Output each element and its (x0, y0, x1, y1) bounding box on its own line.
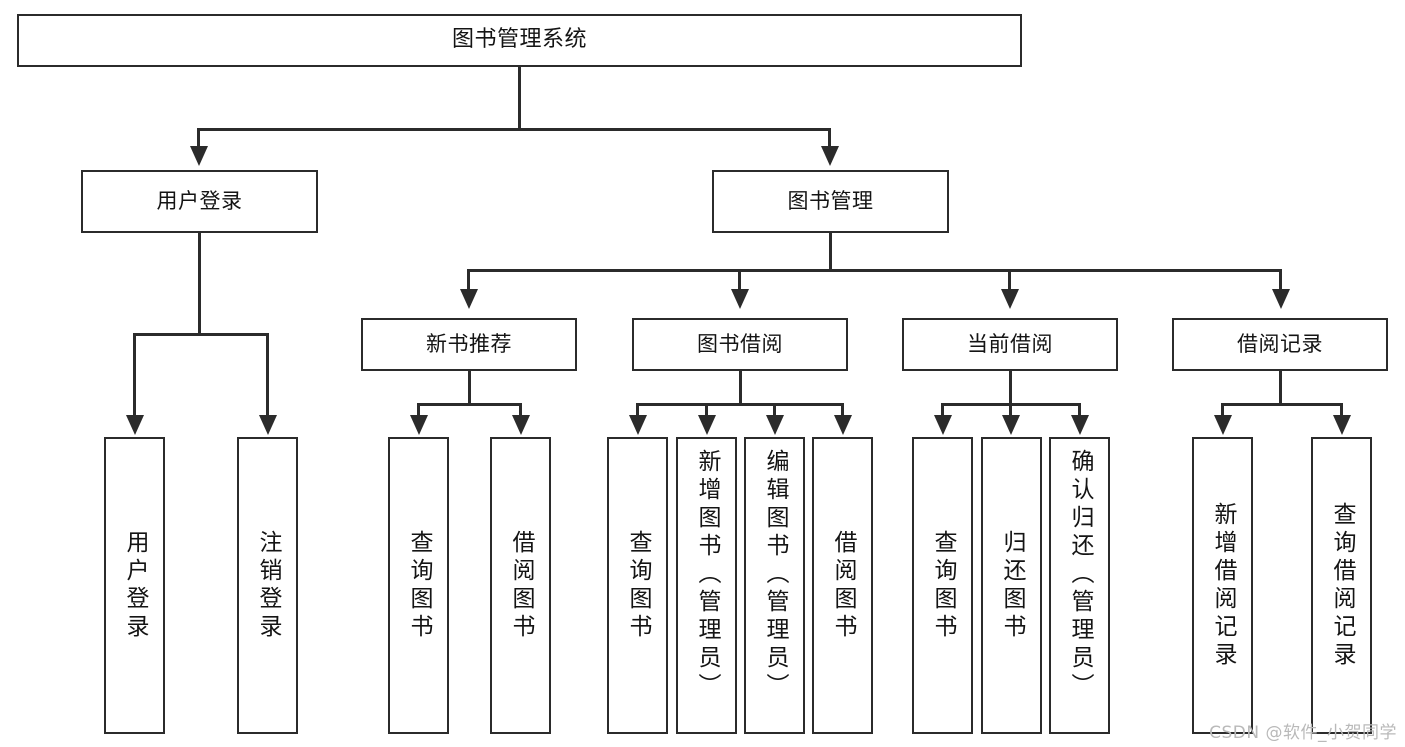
node-book-manage[interactable]: 图书管理 (712, 170, 949, 233)
connector-root-drop-2 (828, 128, 831, 146)
connector-record-stem (1279, 371, 1282, 405)
node-label: 查询图书 (930, 529, 956, 642)
node-label: 确认归还（管理员） (1067, 449, 1093, 701)
arrow-to-new-book-recommend (460, 289, 478, 309)
arrow-to-user-login (190, 146, 208, 166)
node-book-borrow[interactable]: 图书借阅 (632, 318, 848, 371)
connector-recommend-bus (417, 403, 522, 406)
arrow-to-borrow-record (1272, 289, 1290, 309)
connector-record-bus (1221, 403, 1343, 406)
arrow-to-leaf-edit-book (766, 415, 784, 435)
arrow-to-book-borrow (731, 289, 749, 309)
arrow-to-leaf-add-record (1214, 415, 1232, 435)
connector-borrow-drop-1 (636, 403, 639, 417)
node-new-book-recommend[interactable]: 新书推荐 (361, 318, 577, 371)
leaf-query-book-current[interactable]: 查询图书 (912, 437, 973, 734)
arrow-to-leaf-query-record (1333, 415, 1351, 435)
node-label: 用户登录 (156, 188, 243, 213)
arrow-to-leaf-logout (259, 415, 277, 435)
node-label: 借阅记录 (1237, 331, 1323, 356)
node-label: 用户登录 (122, 529, 148, 642)
leaf-logout[interactable]: 注销登录 (237, 437, 298, 734)
connector-recommend-drop-2 (519, 403, 522, 417)
connector-level3-drop-2 (738, 269, 741, 289)
arrow-to-leaf-add-book (698, 415, 716, 435)
node-root[interactable]: 图书管理系统 (17, 14, 1022, 67)
connector-borrow-drop-3 (773, 403, 776, 417)
arrow-to-leaf-query-book-1 (410, 415, 428, 435)
leaf-user-login[interactable]: 用户登录 (104, 437, 165, 734)
arrow-to-leaf-query-book-2 (629, 415, 647, 435)
connector-borrow-stem (739, 371, 742, 405)
leaf-borrow-book-recommend[interactable]: 借阅图书 (490, 437, 551, 734)
leaf-query-borrow-record[interactable]: 查询借阅记录 (1311, 437, 1372, 734)
node-label: 借阅图书 (508, 529, 534, 642)
node-borrow-record[interactable]: 借阅记录 (1172, 318, 1388, 371)
node-current-borrow[interactable]: 当前借阅 (902, 318, 1118, 371)
leaf-edit-book[interactable]: 编辑图书（管理员） (744, 437, 805, 734)
leaf-add-book[interactable]: 新增图书（管理员） (676, 437, 737, 734)
arrow-to-leaf-confirm-return (1071, 415, 1089, 435)
connector-borrow-drop-4 (841, 403, 844, 417)
connector-recommend-stem (468, 371, 471, 405)
leaf-return-book[interactable]: 归还图书 (981, 437, 1042, 734)
connector-user-login-drop-2 (266, 333, 269, 417)
connector-root-drop-1 (197, 128, 200, 146)
connector-level3-drop-4 (1279, 269, 1282, 289)
connector-current-drop-3 (1078, 403, 1081, 417)
node-label: 借阅图书 (830, 529, 856, 642)
node-label: 图书借阅 (697, 331, 783, 356)
node-label: 当前借阅 (967, 331, 1053, 356)
arrow-to-leaf-borrow-book-2 (834, 415, 852, 435)
node-label: 查询图书 (406, 529, 432, 642)
node-label: 查询图书 (625, 529, 651, 642)
connector-root-stem (518, 67, 521, 130)
node-label: 图书管理系统 (451, 27, 587, 53)
connector-level3-drop-3 (1008, 269, 1011, 289)
arrow-to-leaf-borrow-book-1 (512, 415, 530, 435)
connector-current-drop-2 (1009, 403, 1012, 417)
leaf-query-book-borrow[interactable]: 查询图书 (607, 437, 668, 734)
node-label: 编辑图书（管理员） (762, 449, 788, 701)
connector-level3-bus (467, 269, 1279, 272)
arrow-to-current-borrow (1001, 289, 1019, 309)
arrow-to-leaf-query-book-3 (934, 415, 952, 435)
arrow-to-book-manage (821, 146, 839, 166)
arrow-to-leaf-return-book (1002, 415, 1020, 435)
connector-book-manage-stem (829, 233, 832, 271)
node-label: 归还图书 (999, 529, 1025, 642)
leaf-query-book-recommend[interactable]: 查询图书 (388, 437, 449, 734)
connector-recommend-drop-1 (417, 403, 420, 417)
connector-user-login-drop-1 (133, 333, 136, 417)
connector-borrow-bus (636, 403, 844, 406)
connector-current-stem (1009, 371, 1012, 405)
connector-user-login-stem (198, 233, 201, 335)
leaf-add-borrow-record[interactable]: 新增借阅记录 (1192, 437, 1253, 734)
connector-root-bus (197, 128, 831, 131)
connector-record-drop-1 (1221, 403, 1224, 417)
node-label: 查询借阅记录 (1329, 501, 1355, 670)
leaf-borrow-book[interactable]: 借阅图书 (812, 437, 873, 734)
arrow-to-leaf-user-login (126, 415, 144, 435)
node-label: 新增借阅记录 (1210, 501, 1236, 670)
connector-borrow-drop-2 (705, 403, 708, 417)
connector-record-drop-2 (1340, 403, 1343, 417)
node-user-login[interactable]: 用户登录 (81, 170, 318, 233)
node-label: 新书推荐 (426, 331, 512, 356)
node-label: 图书管理 (787, 188, 874, 213)
node-label: 新增图书（管理员） (694, 449, 720, 701)
connector-level3-drop-1 (467, 269, 470, 289)
connector-current-drop-1 (941, 403, 944, 417)
leaf-confirm-return[interactable]: 确认归还（管理员） (1049, 437, 1110, 734)
node-label: 注销登录 (255, 529, 281, 642)
connector-user-login-bus (133, 333, 269, 336)
